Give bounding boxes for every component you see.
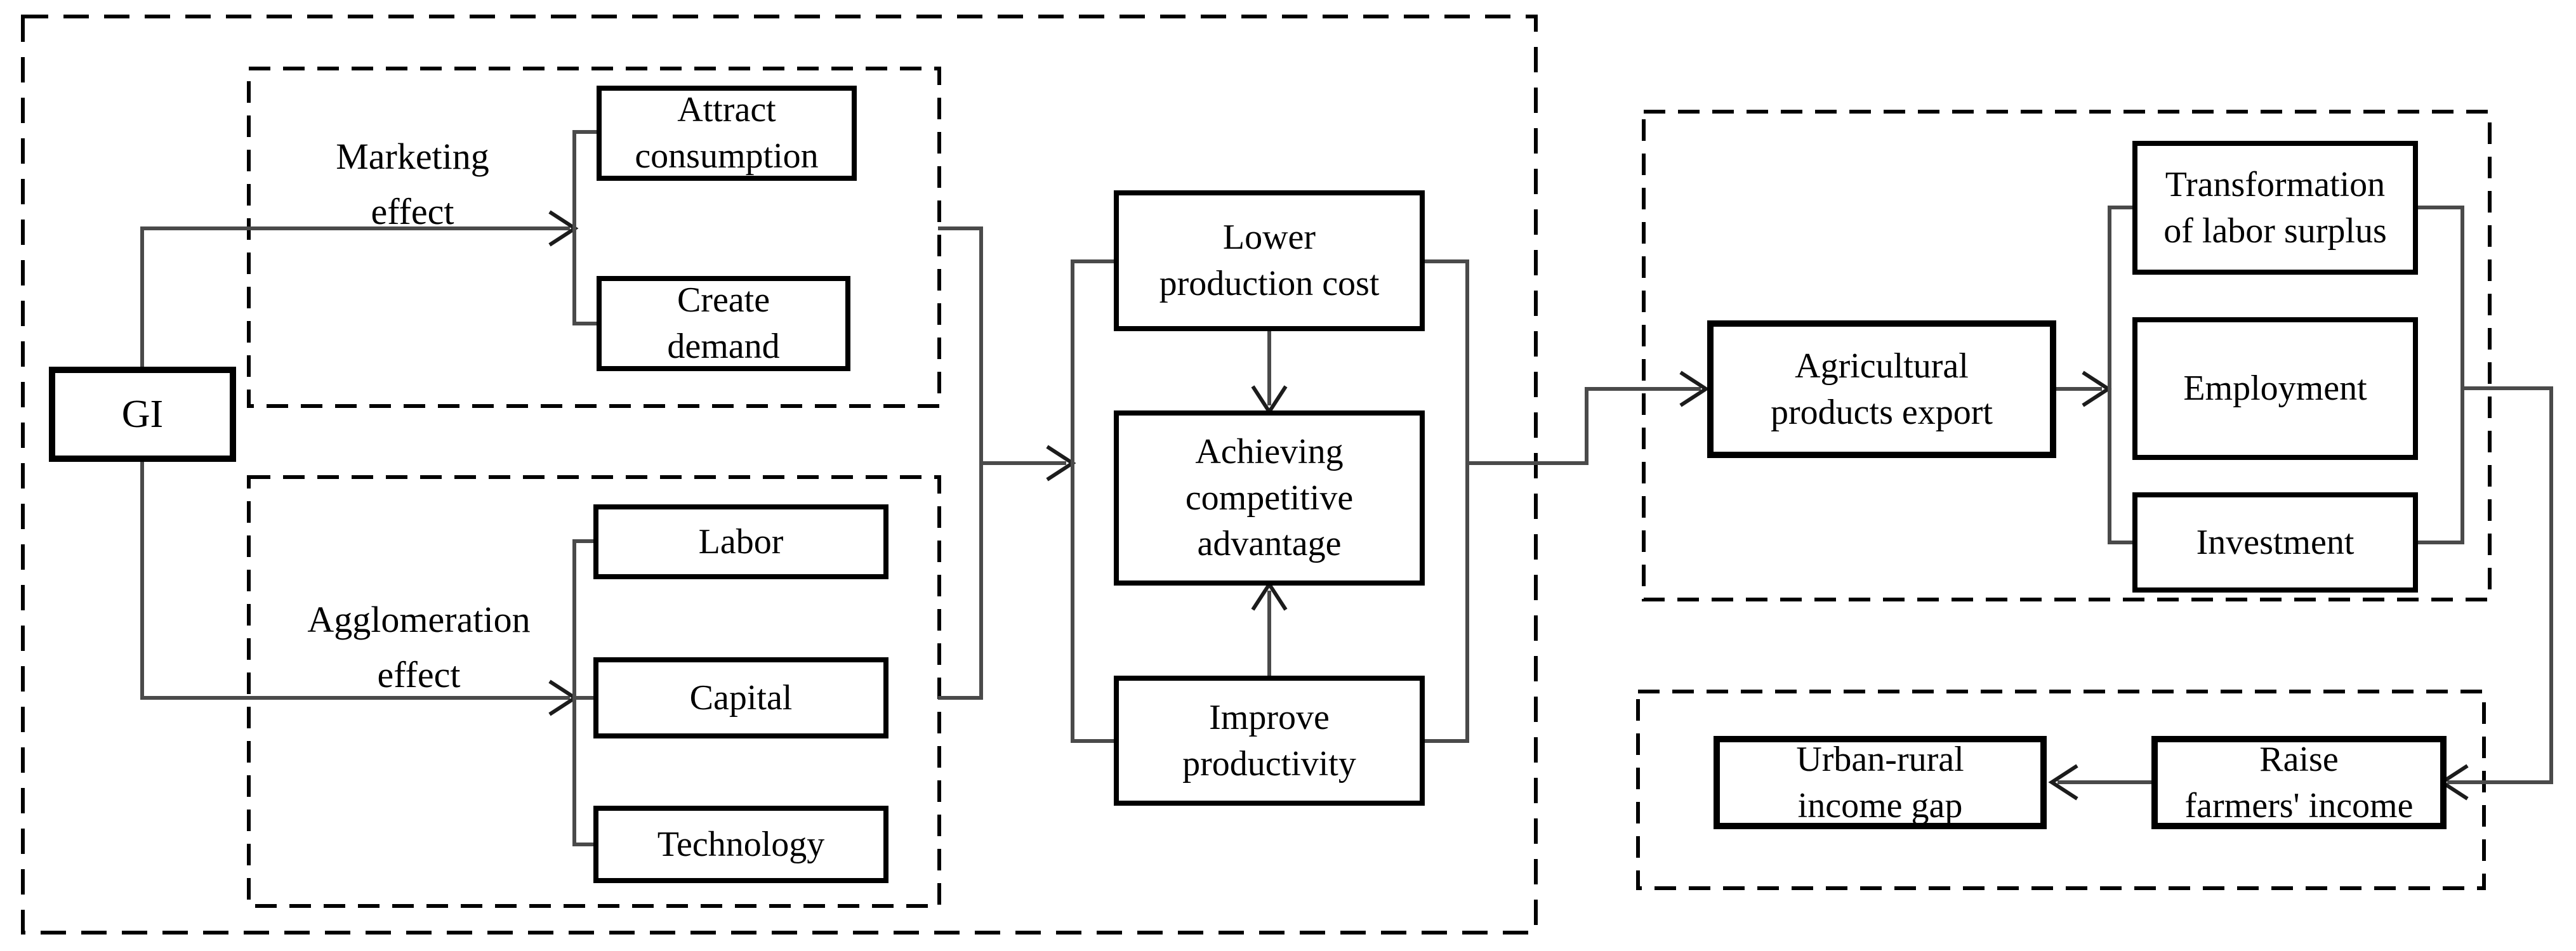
- node-gi: GI: [49, 367, 236, 462]
- dashed-group-agglomeration-effect: [247, 475, 941, 908]
- node-lower-production-cost: Lower production cost: [1114, 190, 1425, 331]
- node-investment: Investment: [2132, 492, 2418, 593]
- node-raise-farmers-income: Raise farmers' income: [2151, 736, 2447, 829]
- node-labor: Labor: [593, 504, 888, 579]
- node-create-demand: Create demand: [597, 276, 850, 371]
- node-transformation-of-labor-surplus: Transformation of labor surplus: [2132, 141, 2418, 275]
- arrowhead-raise-to-urban: [2048, 764, 2078, 801]
- label-agglomeration-effect: Agglomeration effect: [307, 599, 531, 695]
- bracket-agglomeration-outputs: [572, 539, 598, 846]
- node-capital: Capital: [593, 657, 888, 738]
- node-improve-productivity: Improve productivity: [1114, 676, 1425, 806]
- dashed-group-export-effects: [1642, 110, 2492, 601]
- connector-gi-to-agglomeration: [140, 462, 570, 700]
- connector-effects-to-income: [2447, 386, 2553, 784]
- dashed-group-gi-system: [21, 15, 1538, 935]
- node-achieving-competitive-advantage: Achieving competitive advantage: [1114, 410, 1425, 586]
- bracket-advantage-right: [1424, 259, 1469, 743]
- collector-subsystems: [938, 226, 983, 700]
- label-marketing-effect: Marketing effect: [336, 136, 489, 232]
- bracket-effects-left: [2108, 206, 2134, 544]
- bracket-marketing-outputs: [572, 130, 598, 325]
- arrowhead-advantage-to-export: [1679, 371, 1710, 407]
- bracket-advantage-left: [1071, 259, 1114, 743]
- node-employment: Employment: [2132, 317, 2418, 460]
- node-technology: Technology: [593, 806, 888, 883]
- node-urban-rural-income-gap: Urban-rural income gap: [1714, 736, 2047, 829]
- dashed-group-marketing-effect: [247, 67, 941, 408]
- connector-advantage-to-export: [1467, 387, 1701, 465]
- connector-gi-to-marketing: [140, 226, 570, 367]
- dashed-group-income-effects: [1636, 690, 2486, 890]
- node-attract-consumption: Attract consumption: [597, 86, 857, 181]
- node-agricultural-products-export: Agricultural products export: [1707, 320, 2056, 458]
- bracket-effects-right: [2417, 206, 2464, 544]
